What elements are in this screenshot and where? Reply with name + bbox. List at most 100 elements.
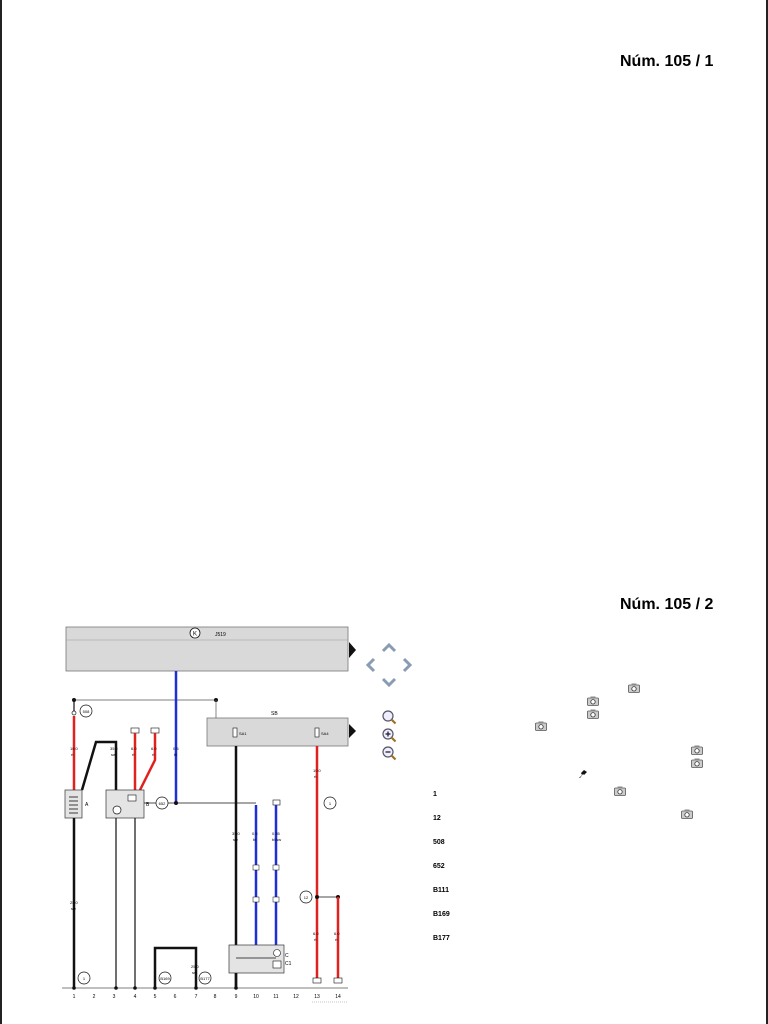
terminal-7: 7 bbox=[195, 994, 198, 1000]
terminal-13: 13 bbox=[314, 994, 320, 1000]
page-border-left bbox=[0, 0, 2, 1024]
terminal-6: 6 bbox=[174, 994, 177, 1000]
terminal-5: 5 bbox=[154, 994, 157, 1000]
terminal-14: 14 bbox=[335, 994, 341, 1000]
wire-label-11-size: 25.0 bbox=[191, 964, 200, 969]
node-b177-label: B177 bbox=[200, 976, 210, 981]
node-b169 bbox=[158, 971, 172, 985]
bar-arrow-right bbox=[349, 642, 356, 658]
camera-icon[interactable] bbox=[681, 809, 693, 819]
terminal-12: 12 bbox=[293, 994, 299, 1000]
legend-item-b111: B111 bbox=[433, 887, 449, 894]
node-1 bbox=[323, 796, 337, 810]
component-b bbox=[105, 789, 145, 819]
camera-icon[interactable] bbox=[691, 745, 703, 755]
wire-label-3-size: 6.0 bbox=[131, 746, 137, 751]
page-number-2: Núm. 105 / 2 bbox=[620, 596, 714, 613]
wire-label-4-size: 6.0 bbox=[151, 746, 157, 751]
legend-item-b169: B169 bbox=[433, 911, 450, 918]
node-1-label: 1 bbox=[329, 801, 332, 806]
wire-label-10-color: sw bbox=[71, 906, 76, 911]
wire-label-8-color: bl/sw bbox=[272, 837, 281, 842]
wire-label-8-size: 0.35 bbox=[272, 831, 281, 836]
component-c1-label: C1 bbox=[285, 961, 292, 967]
zoom-fit-icon[interactable] bbox=[381, 709, 397, 725]
camera-icon[interactable] bbox=[587, 709, 599, 719]
top-bar-label: J519 bbox=[215, 632, 226, 638]
node-b111-label: 1 bbox=[83, 976, 86, 981]
terminal-8: 8 bbox=[214, 994, 217, 1000]
terminal-10: 10 bbox=[253, 994, 259, 1000]
page-number-1: Núm. 105 / 1 bbox=[620, 53, 714, 70]
chevron-down-icon[interactable] bbox=[381, 677, 397, 688]
wire-label-12-color: rt bbox=[314, 937, 317, 942]
node-508-label: 508 bbox=[83, 709, 90, 714]
wire-label-6-size: 35.0 bbox=[232, 831, 241, 836]
terminal-4: 4 bbox=[134, 994, 137, 1000]
node-652 bbox=[155, 796, 169, 810]
wire-label-3-color: rt bbox=[132, 752, 135, 757]
k-marker bbox=[189, 627, 201, 639]
wire-label-5-color: bl bbox=[174, 752, 177, 757]
node-652-label: 652 bbox=[159, 801, 166, 806]
camera-icon[interactable] bbox=[614, 786, 626, 796]
terminal-11: 11 bbox=[273, 994, 278, 1000]
camera-icon[interactable] bbox=[535, 721, 547, 731]
fuse1-label: SA1 bbox=[239, 731, 247, 736]
zoom-out-icon[interactable] bbox=[381, 745, 397, 761]
wire-label-7-color: bl bbox=[253, 837, 256, 842]
wire-label-11-color: sw bbox=[192, 970, 197, 975]
terminal-numbers: 1 2 3 4 5 6 7 8 9 10 11 12 13 14 bbox=[72, 986, 341, 1000]
node-508 bbox=[79, 704, 93, 718]
wire-label-5-size: 0.5 bbox=[173, 746, 179, 751]
terminal-2: 2 bbox=[93, 994, 96, 1000]
chevron-right-icon[interactable] bbox=[402, 657, 413, 673]
wire-label-7-size: 0.5 bbox=[252, 831, 258, 836]
camera-icon[interactable] bbox=[691, 758, 703, 768]
wire-label-6-color: sw bbox=[233, 837, 238, 842]
wire-label-4-color: rt bbox=[152, 752, 155, 757]
zoom-in-icon[interactable] bbox=[381, 727, 397, 743]
wire-label-12-size: 6.0 bbox=[313, 931, 319, 936]
fuse-bar-arrow-right bbox=[349, 724, 356, 738]
component-a bbox=[64, 789, 83, 819]
pan-controls bbox=[365, 642, 413, 688]
legend-item-508: 508 bbox=[433, 839, 445, 846]
node-b177 bbox=[198, 971, 212, 985]
terminal-9: 9 bbox=[235, 994, 238, 1000]
page-border-right bbox=[766, 0, 768, 1024]
wire-label-9-size: 10.0 bbox=[313, 768, 322, 773]
second-bar-label: SB bbox=[271, 711, 278, 717]
wire-label-2-color: sw bbox=[111, 752, 116, 757]
wire-label-1-color: rt bbox=[71, 752, 74, 757]
camera-icon[interactable] bbox=[628, 683, 640, 693]
terminal-3: 3 bbox=[113, 994, 116, 1000]
node-b169-label: B169 bbox=[160, 976, 170, 981]
chevron-up-icon[interactable] bbox=[381, 642, 397, 653]
component-c-label: C bbox=[285, 953, 289, 959]
node-12 bbox=[299, 890, 313, 904]
wire-label-9-color: rt bbox=[314, 774, 317, 779]
wire-label-13-color: rt bbox=[335, 937, 338, 942]
component-a-label: A bbox=[85, 802, 89, 808]
connector-icon[interactable] bbox=[577, 769, 589, 779]
wire-label-10-size: 25.0 bbox=[70, 900, 79, 905]
wire-label-1-size: 16.0 bbox=[70, 746, 79, 751]
fuse-carrier-bar bbox=[206, 717, 349, 747]
legend-item-1: 1 bbox=[433, 791, 437, 798]
k-marker-text: K bbox=[193, 632, 197, 638]
chevron-left-icon[interactable] bbox=[365, 657, 376, 673]
fuse2-label: SA4 bbox=[321, 731, 329, 736]
node-b111 bbox=[77, 971, 91, 985]
camera-icon[interactable] bbox=[587, 696, 599, 706]
wire-label-2-size: 35.0 bbox=[110, 746, 119, 751]
node-12-label: 12 bbox=[304, 895, 309, 900]
wire-label-13-size: 6.0 bbox=[334, 931, 340, 936]
terminal-1: 1 bbox=[73, 994, 76, 1000]
component-b-label: B bbox=[146, 802, 150, 808]
legend-item-652: 652 bbox=[433, 863, 445, 870]
legend-item-b177: B177 bbox=[433, 935, 450, 942]
component-c bbox=[228, 944, 285, 974]
control-unit-bar bbox=[65, 626, 349, 672]
